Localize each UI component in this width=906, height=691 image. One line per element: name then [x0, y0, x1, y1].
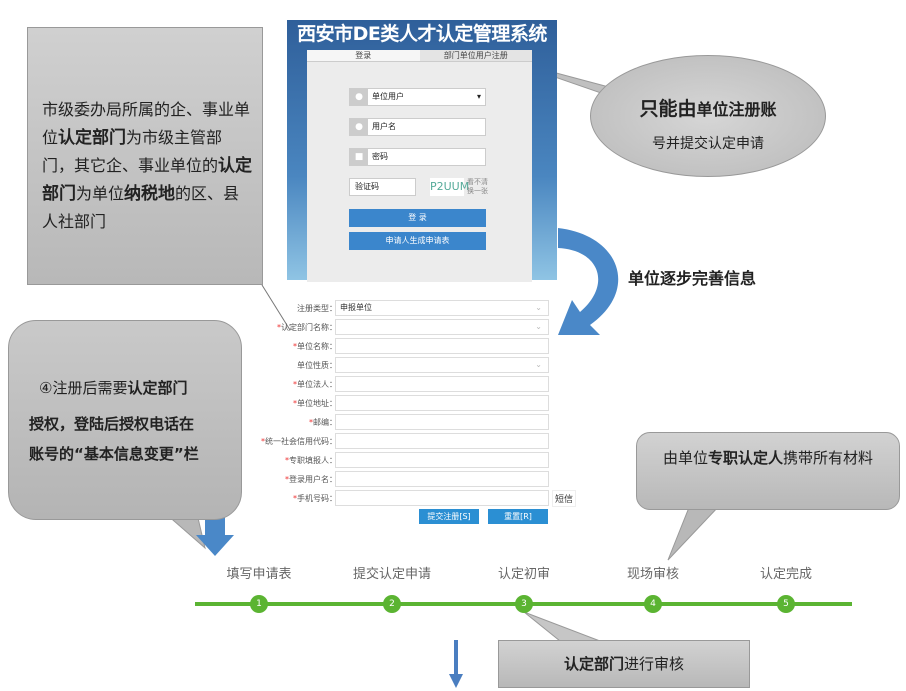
form-row: *统一社会信用代码： [261, 433, 577, 450]
required-mark: * [293, 494, 297, 503]
left-note-text: 为单位 [76, 184, 125, 203]
bubble-note: ④注册后需要认定部门 授权，登陆后授权电话在 账号的“基本信息变更”栏 [8, 320, 242, 520]
left-note-text: 认定部门 [42, 156, 253, 204]
left-note-text: 市级委办局所属的企、事业单位 [42, 100, 251, 147]
system-title: 西安市DE类人才认定管理系统 [297, 23, 547, 45]
step-label: 现场审核 [626, 567, 680, 582]
right-note-tail [667, 504, 722, 561]
callout-line-left [261, 284, 291, 331]
arrow-label: 单位逐步完善信息 [628, 269, 757, 288]
field-label: 注册类型： [297, 304, 337, 313]
step-label: 提交认定申请 [352, 567, 432, 582]
username-input[interactable]: ●用户名 [349, 118, 486, 136]
required-mark: * [293, 342, 297, 351]
step-label: 填写申请表 [226, 567, 292, 582]
form-row: 单位性质： ⌄ [262, 357, 577, 374]
left-note-text: 的区、县人社部门 [42, 184, 240, 231]
required-mark: * [285, 475, 289, 484]
field-label: *手机号码： [293, 494, 337, 503]
field-input[interactable] [335, 395, 549, 411]
reset-button[interactable]: 重置[R] [488, 509, 548, 524]
curved-arrow-icon [558, 228, 619, 335]
field-input[interactable] [335, 338, 549, 354]
field-input[interactable] [335, 414, 549, 430]
required-mark: * [261, 437, 265, 446]
field-label: *统一社会信用代码： [261, 437, 337, 446]
left-note: 市级委办局所属的企、事业单位认定部门为市级主管部门，其它企、事业单位的认定部门为… [27, 27, 263, 285]
field-select[interactable]: 申报单位⌄ [335, 300, 549, 316]
oval-note-line2: 号并提交认定申请 [652, 136, 764, 152]
bottom-note: 认定部门进行审核 [498, 640, 750, 688]
required-mark: * [309, 418, 313, 427]
user-icon: ● [350, 119, 368, 135]
password-input[interactable]: ■密码 [349, 148, 486, 166]
right-note: 由单位专职认定人携带所有材料 [636, 432, 900, 510]
captcha-input[interactable]: 验证码 [349, 178, 416, 196]
field-label: *邮编： [309, 418, 337, 427]
field-select[interactable]: ⌄ [335, 357, 549, 373]
required-mark: * [293, 399, 297, 408]
registration-form: 注册类型：申报单位⌄*认定部门名称：⌄*单位名称：单位性质：⌄*单位法人：*单位… [261, 300, 577, 530]
required-mark: * [277, 323, 281, 332]
apply-button[interactable]: 申请人生成申请表 [349, 232, 486, 250]
left-note-text: 纳税地 [124, 184, 176, 204]
form-row: *登录用户名： [262, 471, 577, 488]
form-row: *单位地址： [262, 395, 577, 412]
field-input[interactable] [335, 490, 549, 506]
form-row: 注册类型：申报单位⌄ [262, 300, 577, 317]
field-label: *专职填报人： [285, 456, 337, 465]
step-marker: 3 [515, 595, 533, 613]
chevron-down-icon: ⌄ [535, 360, 542, 369]
left-note-text: 为市级主管部门，其它企、事业单位的 [42, 128, 223, 175]
submit-button[interactable]: 提交注册[S] [419, 509, 479, 524]
user-type-select[interactable]: ●单位用户▾ [349, 88, 486, 106]
field-input[interactable] [335, 376, 549, 392]
field-input[interactable] [335, 471, 549, 487]
step-label: 认定初审 [497, 567, 551, 582]
captcha-image[interactable]: P2UUM [430, 178, 469, 196]
tab-register[interactable]: 部门单位用户注册 [419, 50, 532, 62]
left-note-text: 认定部门 [58, 128, 127, 148]
bottom-box-tail [523, 611, 601, 642]
oval-note: 只能由单位注册账 号并提交认定申请 [590, 55, 826, 177]
form-row: *邮编： [262, 414, 577, 431]
form-row: *认定部门名称： ⌄ [262, 319, 577, 336]
field-select[interactable]: ⌄ [335, 319, 549, 335]
tab-login[interactable]: 登录 [307, 50, 420, 62]
form-row: *手机号码： [262, 490, 577, 507]
user-icon: ● [350, 89, 368, 105]
login-button[interactable]: 登 录 [349, 209, 486, 227]
field-label: *单位名称： [293, 342, 337, 351]
field-label: 单位性质： [297, 361, 337, 370]
bottom-down-arrow-icon [449, 640, 463, 688]
chevron-down-icon: ⌄ [535, 303, 542, 312]
lock-icon: ■ [350, 149, 368, 165]
field-label: *单位地址： [293, 399, 337, 408]
step-label: 认定完成 [759, 567, 813, 582]
field-input[interactable] [335, 452, 549, 468]
login-panel: 登录 部门单位用户注册 ●单位用户▾ ●用户名 ■密码 验证码 P2UUM 看不… [307, 50, 532, 282]
dropdown-icon: ▾ [476, 92, 481, 101]
step-marker: 2 [383, 595, 401, 613]
sms-button[interactable]: 短信 [552, 490, 577, 507]
field-label: *登录用户名： [285, 475, 337, 484]
login-screenshot: 西安市DE类人才认定管理系统 登录 部门单位用户注册 ●单位用户▾ ●用户名 ■… [287, 20, 557, 282]
step-marker: 5 [777, 595, 795, 613]
form-row: *单位法人： [262, 376, 577, 393]
form-row: *单位名称： [262, 338, 577, 355]
form-row: *专职填报人： [262, 452, 577, 469]
required-mark: * [285, 456, 289, 465]
step-marker: 1 [250, 595, 268, 613]
field-input[interactable] [335, 433, 549, 449]
field-label: *单位法人： [293, 380, 337, 389]
captcha-refresh-link[interactable]: 看不清 换一张 [467, 178, 488, 195]
field-label: *认定部门名称： [277, 323, 337, 332]
chevron-down-icon: ⌄ [535, 322, 542, 331]
step-marker: 4 [644, 595, 662, 613]
required-mark: * [293, 380, 297, 389]
